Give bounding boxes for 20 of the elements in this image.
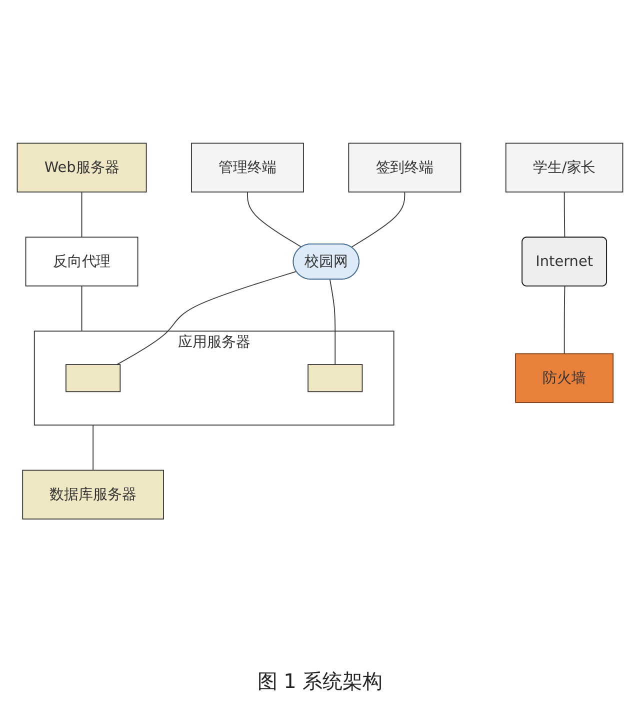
node-box: 防火墙 xyxy=(515,353,614,403)
node-box: 签到终端 xyxy=(348,142,462,192)
connector xyxy=(564,286,566,354)
node-box xyxy=(66,364,121,392)
connector xyxy=(564,191,566,238)
node-box xyxy=(308,364,363,392)
connector xyxy=(116,270,297,365)
connector xyxy=(81,285,82,332)
connector xyxy=(92,424,94,471)
node-box: 数据库服务器 xyxy=(22,470,164,520)
node-box: 管理终端 xyxy=(191,142,304,192)
node-box: 学生/家长 xyxy=(505,142,624,192)
node-box: 反向代理 xyxy=(25,236,138,286)
connector xyxy=(350,191,406,248)
cluster: 应用服务器 xyxy=(34,330,394,426)
connector xyxy=(247,191,302,248)
connector xyxy=(81,191,82,238)
figure-caption: 图 1 系统架构 xyxy=(257,668,383,695)
node-box: Web服务器 xyxy=(16,142,147,192)
connector xyxy=(329,279,336,365)
